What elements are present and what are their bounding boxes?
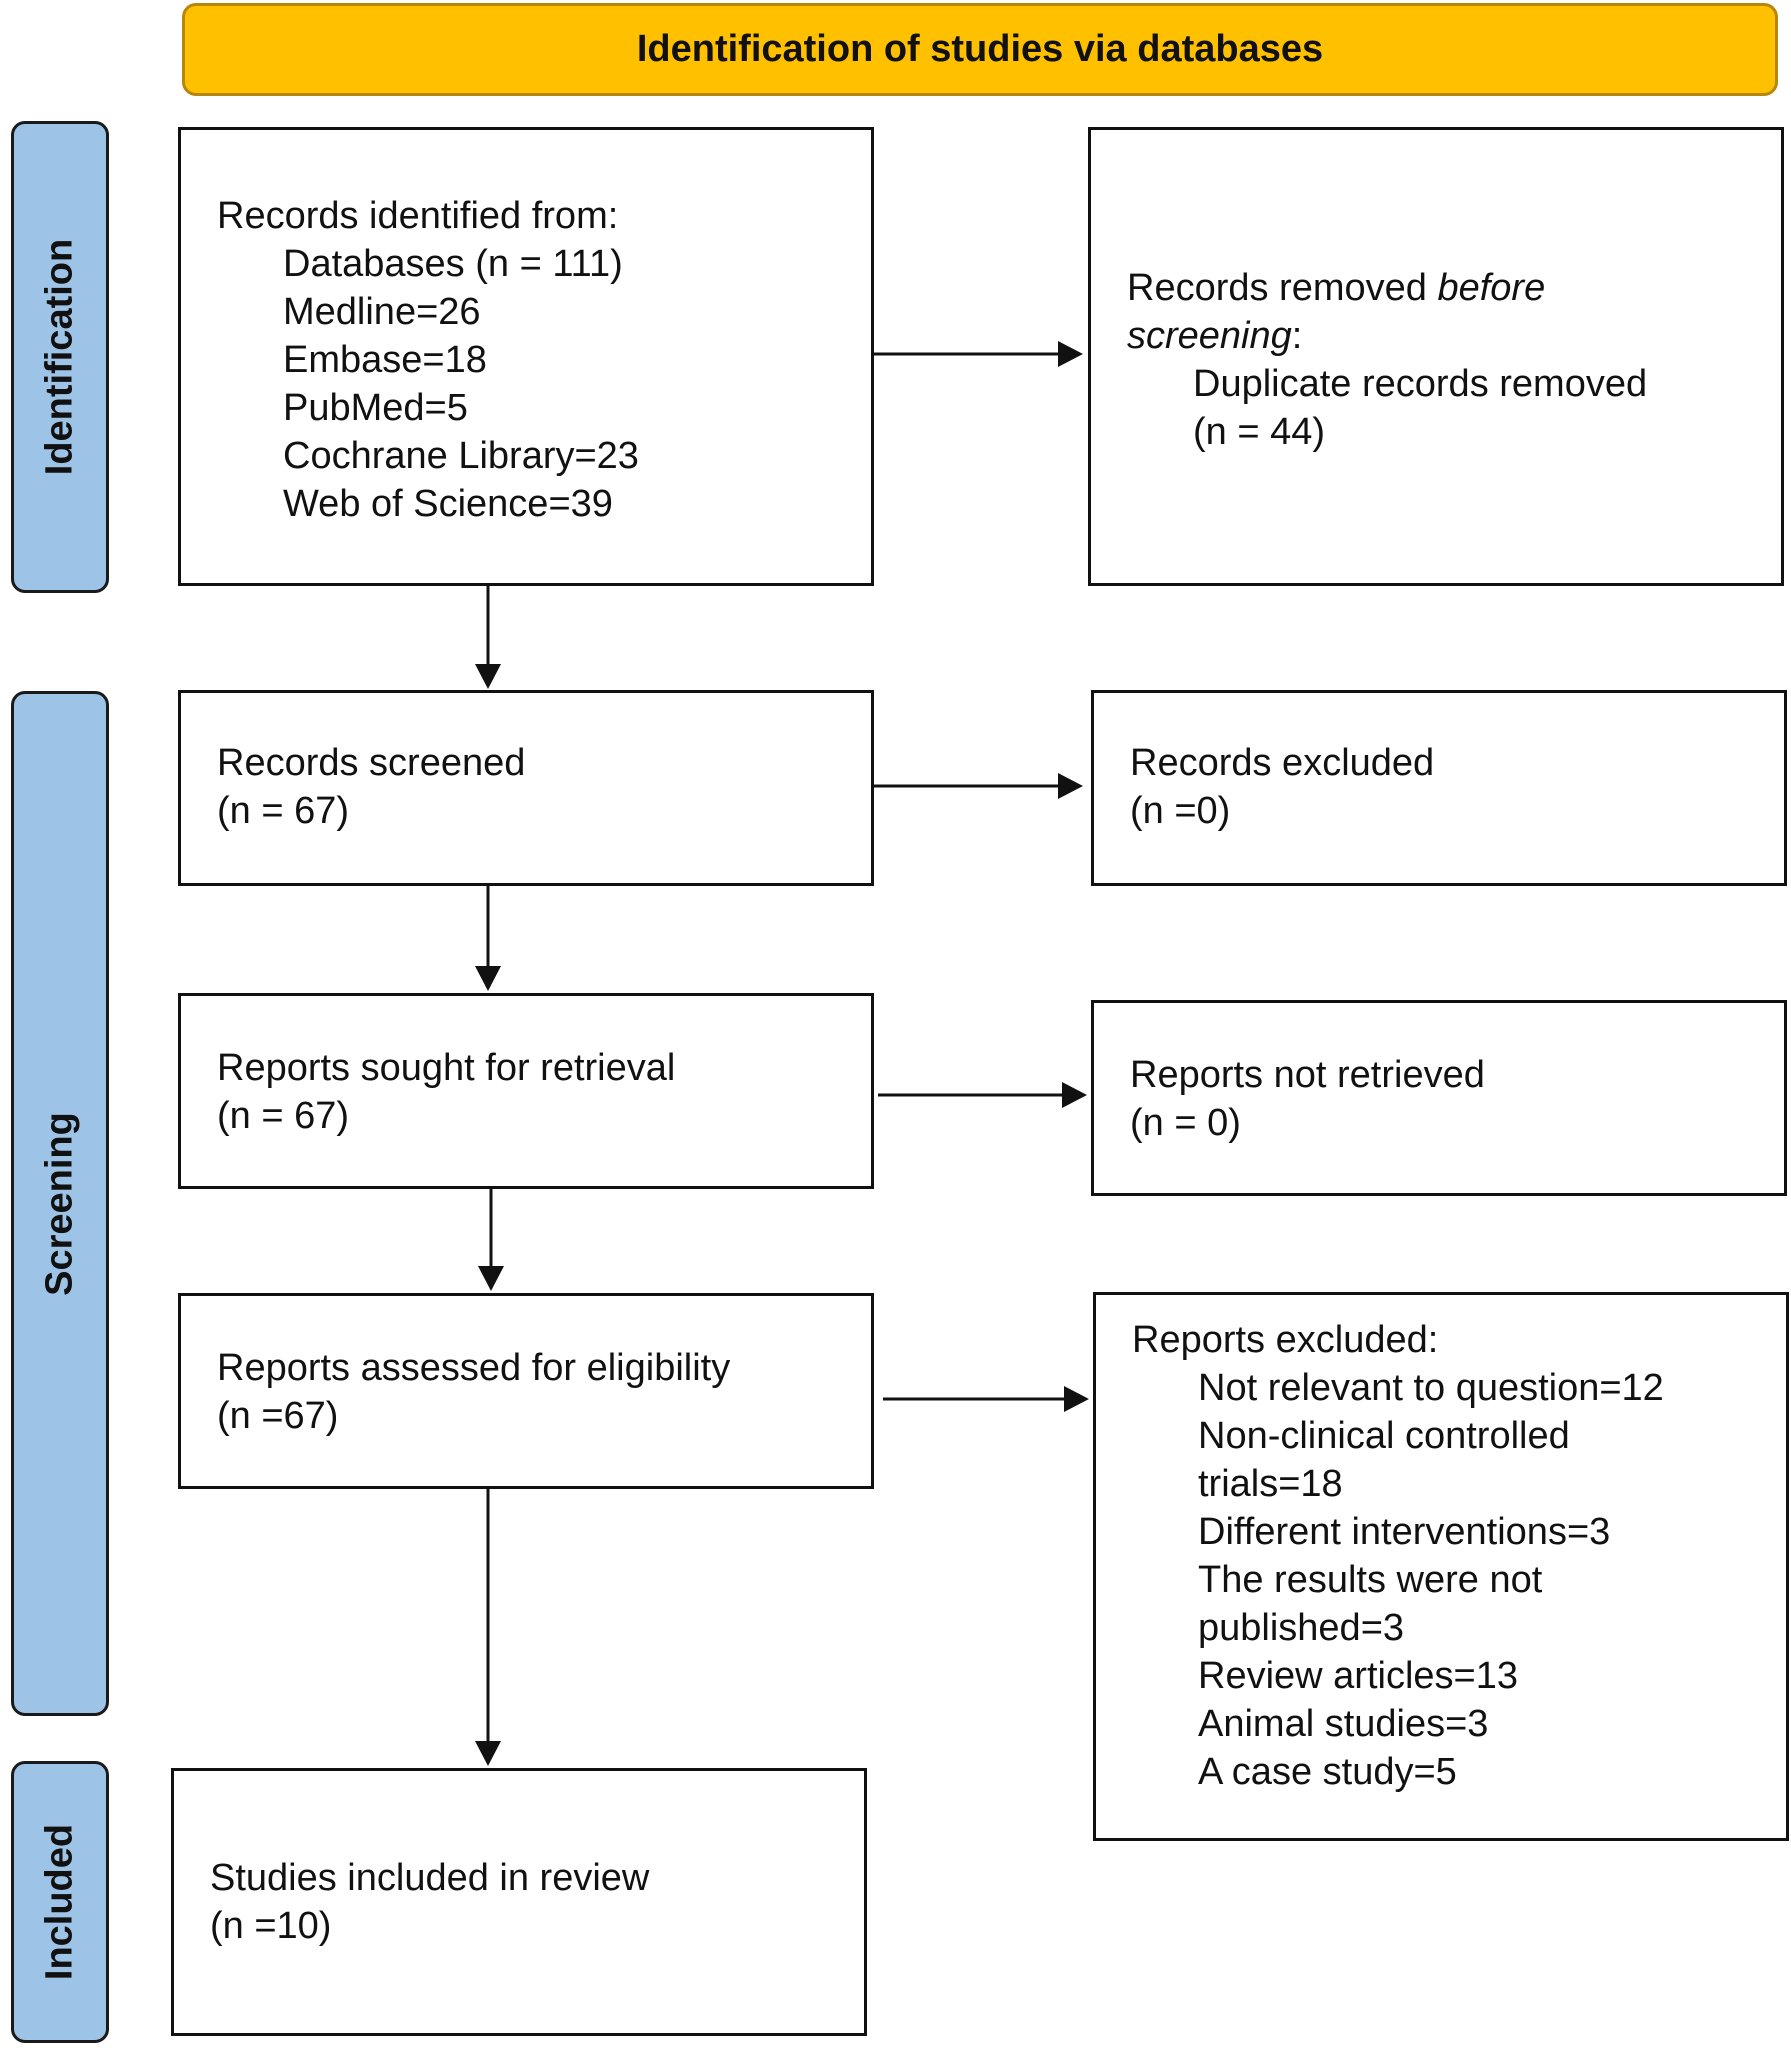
identified-databases: Databases (n = 111) [283, 243, 623, 285]
reports-assessed-box: Reports assessed for eligibility (n =67) [178, 1293, 874, 1489]
records-removed-box: Records removed before screening: Duplic… [1088, 127, 1784, 586]
excluded-not-relevant: Not relevant to question=12 [1198, 1367, 1664, 1409]
studies-included-box: Studies included in review (n =10) [171, 1768, 867, 2036]
removed-heading-colon: : [1291, 315, 1303, 357]
records-excluded-label: Records excluded [1130, 742, 1435, 784]
excluded-not-published-line1: The results were not [1198, 1559, 1543, 1601]
reports-assessed-label: Reports assessed for eligibility [217, 1347, 731, 1389]
excluded-case-study: A case study=5 [1198, 1751, 1457, 1793]
records-screened-count: (n = 67) [217, 790, 350, 832]
excluded-not-published-line2: published=3 [1198, 1607, 1405, 1649]
arrowhead-sought-to-assessed [478, 1266, 504, 1291]
reports-assessed-count: (n =67) [217, 1395, 339, 1437]
removed-duplicates: Duplicate records removed [1193, 363, 1648, 405]
reports-not-retrieved-label: Reports not retrieved [1130, 1054, 1485, 1096]
excluded-non-clinical-line2: trials=18 [1198, 1463, 1343, 1505]
reports-sought-box: Reports sought for retrieval (n = 67) [178, 993, 874, 1189]
removed-heading-prefix: Records removed [1127, 267, 1438, 309]
removed-heading-screening: screening [1127, 315, 1292, 357]
arrowhead-assessed-to-excluded [1064, 1386, 1089, 1412]
identified-web-of-science: Web of Science=39 [283, 483, 613, 525]
arrowhead-screened-to-excluded [1058, 773, 1083, 799]
excluded-different-interventions: Different interventions=3 [1198, 1511, 1611, 1553]
reports-not-retrieved-box: Reports not retrieved (n = 0) [1091, 1000, 1787, 1196]
arrowhead-assessed-to-included [475, 1741, 501, 1766]
identified-cochrane: Cochrane Library=23 [283, 435, 639, 477]
records-identified-heading: Records identified from: [217, 195, 619, 237]
reports-sought-label: Reports sought for retrieval [217, 1047, 676, 1089]
reports-excluded-box: Reports excluded: Not relevant to questi… [1093, 1292, 1789, 1841]
removed-heading-line2: screening: [1127, 312, 1765, 360]
excluded-animal-studies: Animal studies=3 [1198, 1703, 1489, 1745]
arrowhead-sought-to-not-retrieved [1062, 1082, 1087, 1108]
identified-embase: Embase=18 [283, 339, 487, 381]
records-excluded-count: (n =0) [1130, 790, 1231, 832]
identified-medline: Medline=26 [283, 291, 481, 333]
arrowhead-identified-to-removed [1058, 341, 1083, 367]
reports-excluded-heading: Reports excluded: [1132, 1319, 1439, 1361]
arrowhead-identified-to-screened [475, 664, 501, 689]
records-excluded-box: Records excluded (n =0) [1091, 690, 1787, 886]
identification-banner: Identification of studies via databases [182, 3, 1778, 96]
removed-heading-before: before [1437, 267, 1546, 309]
excluded-non-clinical-line1: Non-clinical controlled [1198, 1415, 1570, 1457]
excluded-review-articles: Review articles=13 [1198, 1655, 1518, 1697]
identified-pubmed: PubMed=5 [283, 387, 468, 429]
reports-sought-count: (n = 67) [217, 1095, 350, 1137]
records-screened-box: Records screened (n = 67) [178, 690, 874, 886]
records-identified-box: Records identified from: Databases (n = … [178, 127, 874, 586]
reports-not-retrieved-count: (n = 0) [1130, 1102, 1241, 1144]
stage-screening: Screening [11, 691, 109, 1716]
records-screened-label: Records screened [217, 742, 526, 784]
arrowhead-screened-to-sought [475, 966, 501, 991]
removed-heading-line1: Records removed before [1127, 264, 1765, 312]
removed-count: (n = 44) [1193, 411, 1326, 453]
studies-included-count: (n =10) [210, 1905, 332, 1947]
stage-included: Included [11, 1761, 109, 2043]
studies-included-label: Studies included in review [210, 1857, 650, 1899]
banner-title: Identification of studies via databases [636, 28, 1324, 70]
stage-identification: Identification [11, 121, 109, 593]
